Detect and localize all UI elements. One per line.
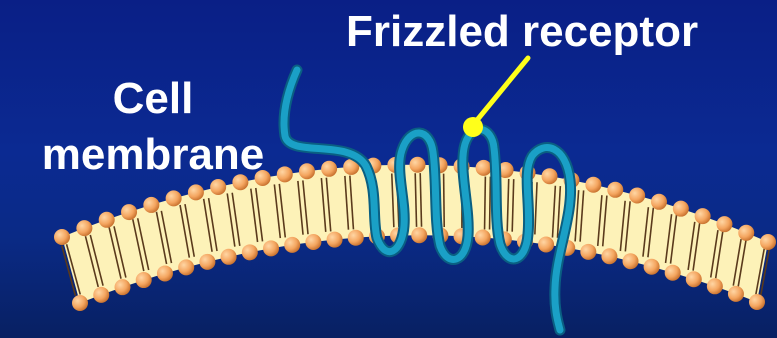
phospholipid-head (644, 259, 660, 275)
phospholipid-head (738, 225, 754, 241)
phospholipid-head (716, 216, 732, 232)
receptor-pointer-dot (463, 117, 483, 137)
phospholipid-head (136, 272, 152, 288)
cell-membrane-label: Cell membrane (18, 77, 288, 189)
phospholipid-head (348, 230, 364, 246)
lipid-tail (444, 174, 445, 227)
phospholipid-head (221, 249, 237, 265)
cell-membrane-label-line-2: membrane (18, 133, 288, 189)
lipid-tail (485, 177, 486, 230)
phospholipid-head (651, 194, 667, 210)
phospholipid-head (728, 286, 744, 302)
phospholipid-head (263, 240, 279, 256)
receptor-pointer-line (473, 58, 528, 125)
phospholipid-head (299, 163, 315, 179)
phospholipid-head (114, 279, 130, 295)
phospholipid-head (72, 295, 88, 311)
phospholipid-head (54, 229, 70, 245)
phospholipid-head (749, 294, 765, 310)
phospholipid-head (673, 201, 689, 217)
phospholipid-head (121, 204, 137, 220)
frizzled-receptor-label: Frizzled receptor (346, 10, 698, 54)
phospholipid-head (476, 160, 492, 176)
phospholipid-head (542, 168, 558, 184)
phospholipid-head (686, 271, 702, 287)
phospholipid-head (157, 265, 173, 281)
phospholipid-head (93, 287, 109, 303)
phospholipid-head (242, 244, 258, 260)
phospholipid-head (707, 278, 723, 294)
phospholipid-head (607, 182, 623, 198)
phospholipid-head (475, 230, 491, 246)
phospholipid-head (166, 190, 182, 206)
phospholipid-head (76, 220, 92, 236)
phospholipid-head (410, 157, 426, 173)
cell-membrane-label-line-1: Cell (18, 77, 288, 133)
phospholipid-head (665, 265, 681, 281)
phospholipid-head (321, 161, 337, 177)
phospholipid-head (178, 259, 194, 275)
phospholipid-head (538, 237, 554, 253)
phospholipid-head (411, 227, 427, 243)
phospholipid-head (305, 234, 321, 250)
phospholipid-head (601, 248, 617, 264)
phospholipid-head (629, 188, 645, 204)
phospholipid-head (284, 237, 300, 253)
lipid-tail (490, 177, 491, 230)
phospholipid-head (585, 177, 601, 193)
phospholipid-head (327, 232, 343, 248)
phospholipid-head (695, 208, 711, 224)
phospholipid-head (580, 244, 596, 260)
phospholipid-head (143, 197, 159, 213)
phospholipid-head (99, 212, 115, 228)
phospholipid-head (760, 234, 776, 250)
phospholipid-head (199, 254, 215, 270)
phospholipid-head (623, 253, 639, 269)
